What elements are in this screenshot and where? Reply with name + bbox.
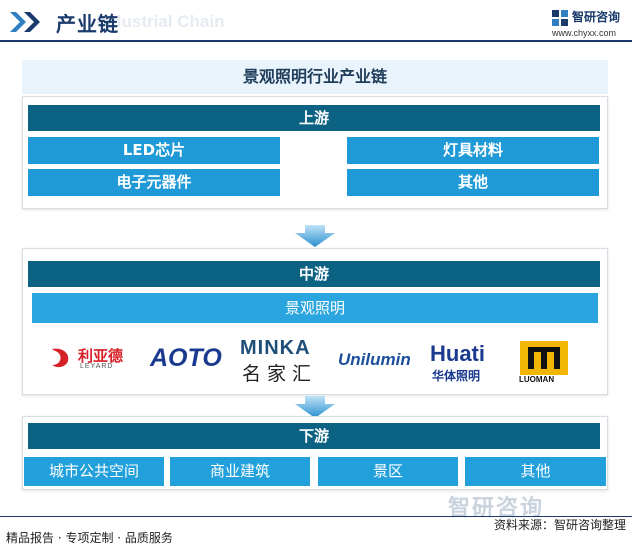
- luoman-name: LUOMAN: [519, 375, 555, 384]
- aoto-logo: AOTO: [148, 337, 228, 387]
- leyard-sub: LEYARD: [80, 363, 114, 370]
- leyard-name: 利亚德: [78, 347, 124, 365]
- downstream-item-scenic: 景区: [318, 457, 458, 486]
- midstream-header: 中游: [28, 261, 600, 287]
- luoman-logo: LUOMAN: [516, 337, 572, 387]
- midstream-panel: 中游 景观照明: [22, 248, 608, 395]
- minka-sub: 名家汇: [242, 363, 318, 385]
- minka-name: MINKA: [240, 337, 311, 359]
- header-divider: [0, 40, 632, 42]
- page-title: 产业链: [56, 12, 119, 36]
- header-watermark: Industrial Chain: [96, 12, 225, 31]
- down-arrow-icon: [295, 225, 335, 247]
- upstream-item-lamp-material: 灯具材料: [347, 137, 599, 164]
- minka-logo: MINKA 名家汇: [240, 337, 324, 387]
- downstream-panel: 下游 城市公共空间 商业建筑 景区 其他: [22, 416, 608, 490]
- luoman-mark-icon: [520, 341, 568, 375]
- footer-divider: [0, 516, 632, 517]
- logo-name: 智研咨询: [572, 10, 621, 24]
- downstream-item-commercial: 商业建筑: [170, 457, 310, 486]
- chain-title: 景观照明行业产业链: [22, 60, 608, 94]
- down-arrow-icon: [295, 396, 335, 418]
- upstream-panel: 上游 LED芯片 灯具材料 电子元器件 其他: [22, 96, 608, 209]
- unilumin-name: Unilumin: [338, 350, 411, 369]
- footer-source: 资料来源：智研咨询整理: [493, 518, 626, 532]
- upstream-item-other: 其他: [347, 169, 599, 196]
- logo-url: www.chyxx.com: [552, 28, 617, 38]
- leyard-logo: 利亚德 LEYARD: [48, 337, 138, 387]
- double-chevron-icon: [10, 12, 40, 32]
- company-logo: 智研咨询 www.chyxx.com: [552, 6, 628, 38]
- upstream-header: 上游: [28, 105, 600, 131]
- unilumin-logo: Unilumin: [336, 337, 420, 387]
- downstream-header: 下游: [28, 423, 600, 449]
- downstream-item-other: 其他: [465, 457, 606, 486]
- midstream-sub-label: 景观照明: [32, 293, 598, 323]
- footer-slogan: 精品报告 · 专项定制 · 品质服务: [6, 531, 173, 545]
- upstream-item-electronic-components: 电子元器件: [28, 169, 280, 196]
- page-header: Industrial Chain 产业链 智研咨询 www.chyxx.com: [0, 0, 632, 44]
- huati-sub: 华体照明: [432, 369, 481, 383]
- huati-name: Huati: [430, 341, 485, 366]
- leyard-mark-icon: [52, 348, 69, 368]
- downstream-item-public-space: 城市公共空间: [24, 457, 164, 486]
- chyxx-logo-icon: [552, 10, 568, 26]
- huati-logo: Huati 华体照明: [430, 337, 500, 387]
- aoto-name: AOTO: [150, 344, 222, 372]
- upstream-item-led-chip: LED芯片: [28, 137, 280, 164]
